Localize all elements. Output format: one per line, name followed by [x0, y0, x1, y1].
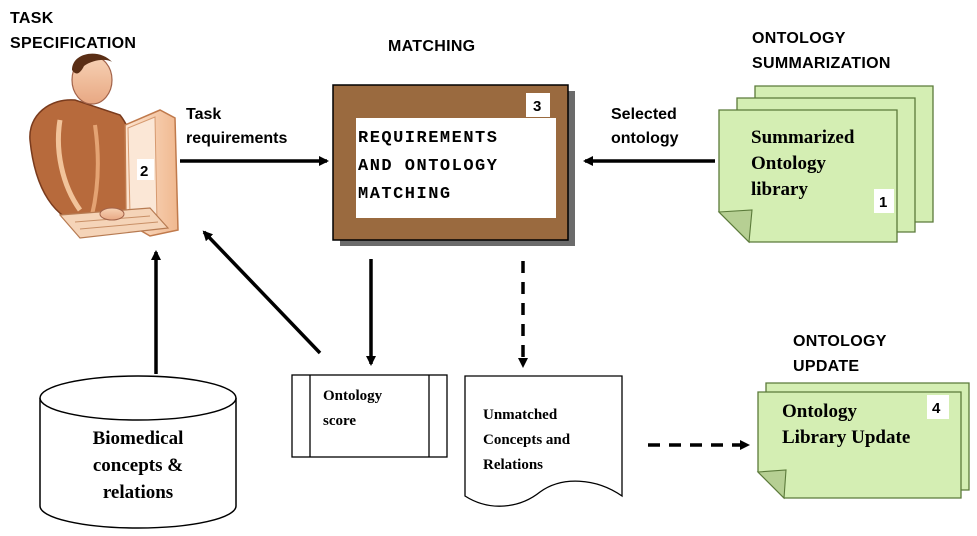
matching-box-line2: AND ONTOLOGY: [358, 157, 498, 176]
database-line3: relations: [103, 482, 173, 503]
matching-box: 3 REQUIREMENTS AND ONTOLOGY MATCHING: [332, 84, 575, 246]
unmatched-line2: Concepts and: [483, 432, 571, 448]
update-line2: Library Update: [782, 427, 910, 448]
summarized-line1: Summarized: [751, 127, 855, 148]
task-spec-header-line1: TASK: [10, 10, 54, 27]
task-req-line1: Task: [186, 106, 221, 123]
unmatched-concepts-document: Unmatched Concepts and Relations: [464, 375, 623, 507]
matching-box-line1: REQUIREMENTS: [358, 129, 498, 148]
summarized-library-note: [718, 109, 898, 243]
summarized-line2: Ontology: [751, 153, 826, 174]
library-number: 1: [879, 194, 887, 211]
person-at-computer-icon: 2: [29, 53, 179, 239]
task-requirements-label: Task requirements: [186, 106, 287, 147]
summarization-header-line1: ONTOLOGY: [752, 30, 846, 47]
ontology-summarization-header: ONTOLOGY SUMMARIZATION: [752, 30, 891, 72]
database-line2: concepts &: [93, 455, 183, 476]
matching-header: MATCHING: [388, 38, 475, 55]
unmatched-line3: Relations: [483, 457, 543, 473]
task-spec-header-line2: SPECIFICATION: [10, 35, 136, 52]
matching-number: 3: [533, 98, 541, 115]
selected-line1: Selected: [611, 106, 677, 123]
ontology-score-box: Ontology score: [291, 374, 448, 458]
database-line1: Biomedical: [93, 428, 184, 449]
matching-box-line3: MATCHING: [358, 185, 452, 204]
ontology-update-header: ONTOLOGY UPDATE: [793, 333, 887, 375]
person-number-bg: [137, 159, 154, 180]
matching-number-bg: [526, 93, 550, 117]
library-number-bg: [874, 189, 894, 213]
arrow-score-to-person: [202, 230, 322, 355]
score-line1: Ontology: [323, 388, 383, 404]
task-specification-header: TASK SPECIFICATION: [10, 10, 136, 52]
person-number: 2: [140, 163, 148, 180]
selected-line2: ontology: [611, 130, 679, 147]
task-req-line2: requirements: [186, 130, 287, 147]
biomedical-database-icon: Biomedical concepts & relations: [39, 375, 237, 529]
unmatched-line1: Unmatched: [483, 407, 558, 423]
update-line1: Ontology: [782, 401, 857, 422]
summarization-header-line2: SUMMARIZATION: [752, 55, 891, 72]
score-line2: score: [323, 413, 356, 429]
update-header-line2: UPDATE: [793, 358, 859, 375]
update-header-line1: ONTOLOGY: [793, 333, 887, 350]
update-number-bg: [927, 395, 949, 419]
selected-ontology-label: Selected ontology: [611, 106, 679, 147]
update-number: 4: [932, 400, 941, 417]
summarized-library-stack: Summarized Ontology library 1: [717, 85, 934, 244]
summarized-line3: library: [751, 179, 808, 200]
matching-box-inner: [356, 118, 556, 218]
ontology-update-note: Ontology Library Update 4: [756, 382, 970, 500]
